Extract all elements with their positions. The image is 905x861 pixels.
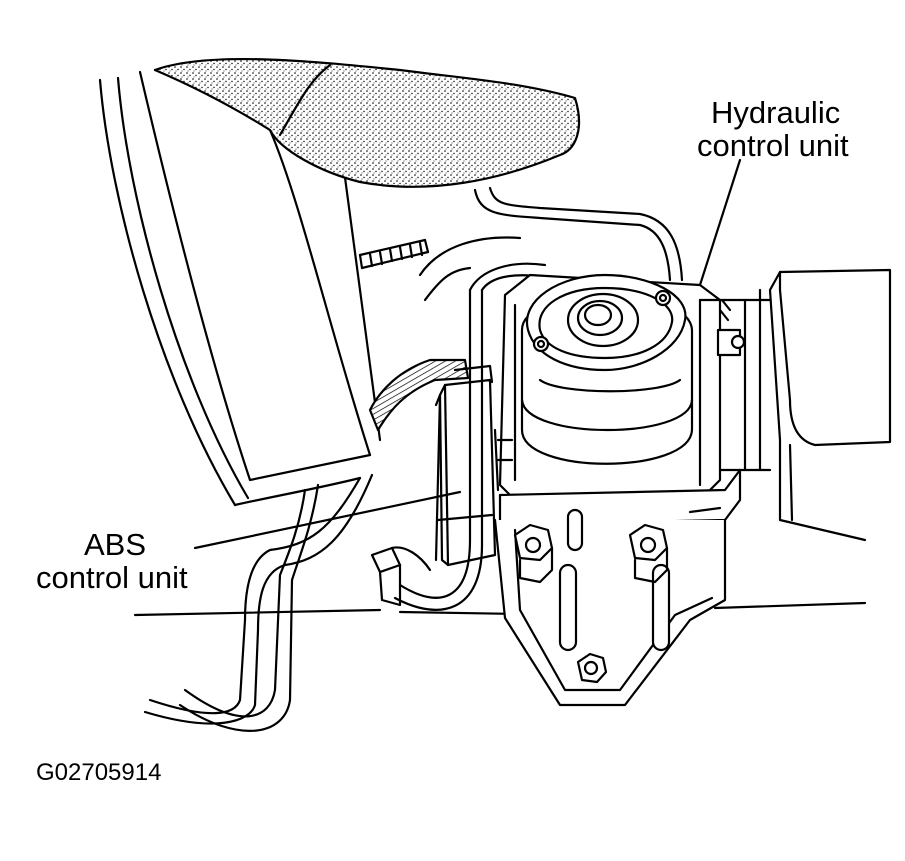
abs-label-line1: ABS bbox=[84, 527, 147, 562]
figure-id: G02705914 bbox=[36, 759, 162, 786]
hydraulic-label-line1: Hydraulic bbox=[711, 95, 841, 130]
brake-lines bbox=[143, 262, 547, 732]
hydraulic-leader-line bbox=[698, 158, 742, 287]
inner-well bbox=[418, 236, 522, 302]
hydraulic-label-line2: control unit bbox=[697, 128, 849, 163]
mounting-bracket bbox=[493, 298, 747, 707]
chassis-line bbox=[133, 601, 867, 617]
stippled-hose bbox=[153, 58, 580, 188]
top-bracket-line bbox=[358, 186, 684, 282]
abs-label-line2: control unit bbox=[36, 560, 188, 595]
line-fitting bbox=[370, 546, 432, 607]
right-component bbox=[743, 268, 892, 542]
hydraulic-control-unit bbox=[493, 273, 746, 497]
abs-control-unit bbox=[434, 364, 497, 567]
abs-leader-line bbox=[193, 490, 462, 550]
